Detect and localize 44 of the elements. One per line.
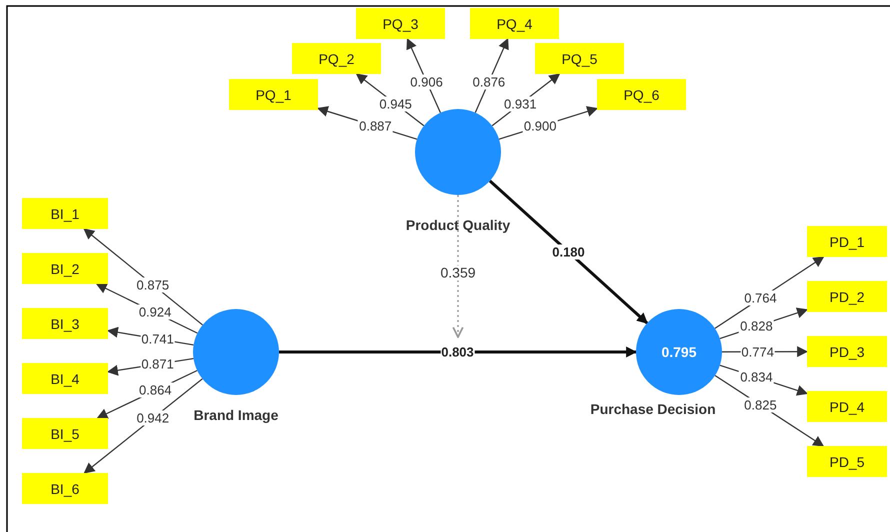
indicator-box: BI_6 xyxy=(22,473,108,504)
edge-label: 0.774 xyxy=(740,344,775,360)
arrow xyxy=(452,195,464,338)
indicator-box: BI_3 xyxy=(22,308,108,339)
edge-label: 0.741 xyxy=(140,331,175,346)
edge-label: 0.871 xyxy=(140,356,175,372)
edge-label: 0.180 xyxy=(551,244,586,260)
edge-label: 0.945 xyxy=(378,96,413,112)
indicator-box: PQ_6 xyxy=(597,79,686,110)
indicator-box: BI_1 xyxy=(22,198,108,229)
indicator-box: PD_5 xyxy=(807,446,887,477)
r-squared-value: 0.795 xyxy=(661,344,697,360)
indicator-box: BI_5 xyxy=(22,418,108,449)
edge-label: 0.906 xyxy=(409,74,444,90)
construct-label: Product Quality xyxy=(406,217,510,233)
edge-label: 0.900 xyxy=(522,118,558,134)
edge-label: 0.924 xyxy=(138,304,172,320)
indicator-box: PD_4 xyxy=(807,391,887,422)
construct-label: Purchase Decision xyxy=(590,401,716,417)
edge-label: 0.942 xyxy=(136,410,170,426)
indicator-box: PQ_2 xyxy=(292,43,381,74)
edge-label: 0.864 xyxy=(138,382,173,398)
edge-label: 0.876 xyxy=(472,74,506,90)
arrow xyxy=(279,346,638,358)
edge-label: 0.875 xyxy=(136,277,170,292)
indicator-box: BI_2 xyxy=(22,253,108,284)
edge-label: 0.834 xyxy=(739,370,774,385)
arrow xyxy=(488,180,648,324)
indicator-box: PQ_4 xyxy=(470,8,559,39)
edge-label: 0.931 xyxy=(503,96,538,112)
indicator-box: BI_4 xyxy=(22,363,108,394)
construct-label: Brand Image xyxy=(194,407,278,423)
edge-label: 0.828 xyxy=(739,318,774,334)
indicator-box: PD_3 xyxy=(807,336,887,367)
indicator-box: PQ_5 xyxy=(535,43,624,74)
edge-label: 0.764 xyxy=(743,290,778,306)
indicator-box: PQ_1 xyxy=(229,79,318,110)
edge-label: 0.887 xyxy=(358,118,393,134)
edge-label: 0.803 xyxy=(440,344,475,360)
edge-label: 0.359 xyxy=(439,266,477,281)
indicator-box: PQ_3 xyxy=(356,8,445,39)
indicator-box: PD_2 xyxy=(807,281,887,312)
edge-label: 0.825 xyxy=(743,398,778,413)
indicator-box: PD_1 xyxy=(807,226,887,257)
